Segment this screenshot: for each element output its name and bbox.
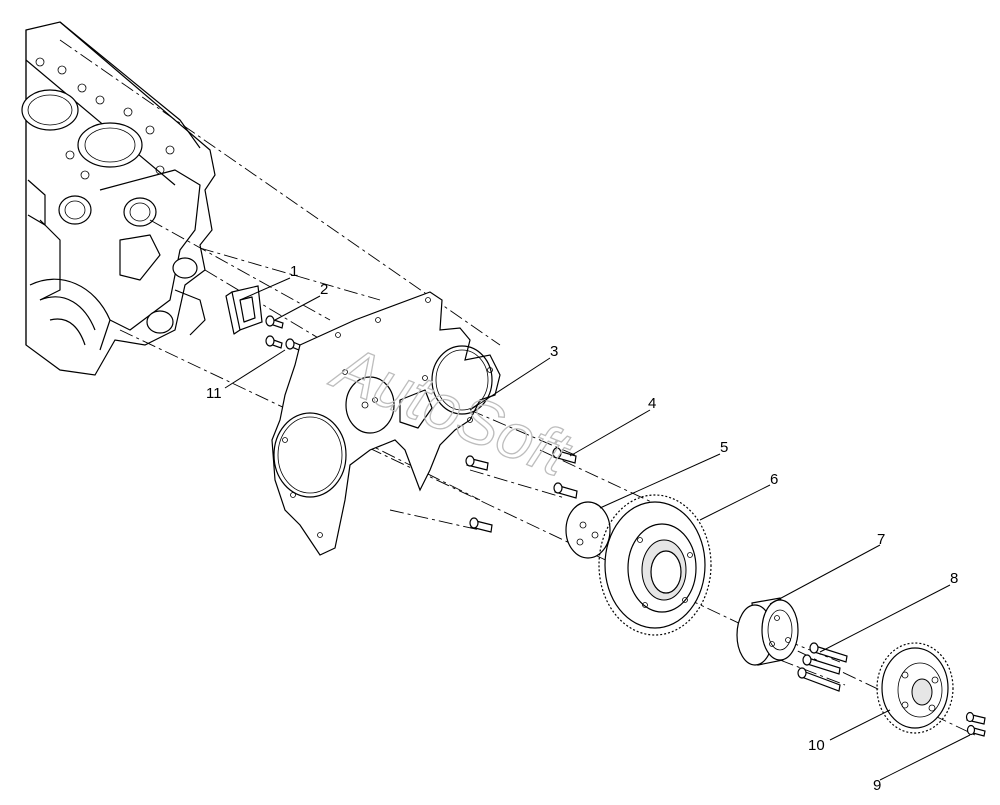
callout-labels: 1 2 3 4 5 6 7 8 10 9 11 [206,263,958,794]
callout-11: 11 [206,385,222,402]
thrust-washer-part-5 [565,501,611,559]
callout-4: 4 [648,395,656,412]
callout-9: 9 [873,777,881,794]
callout-5: 5 [720,439,728,456]
callout-1: 1 [290,263,298,280]
leader-lines [224,277,971,781]
bolt-part-8 [797,642,848,692]
bolt-part-4 [552,447,578,499]
idler-gear-part-6 [598,494,712,636]
plate-bolts [465,455,493,533]
callout-7: 7 [877,531,885,548]
front-plate-part-3 [271,291,501,556]
callout-2: 2 [320,281,328,298]
callout-10: 10 [808,737,825,754]
bolt-part-9 [965,711,986,737]
bolt-part-2 [265,315,284,329]
bolt-part-11 [265,335,301,351]
callout-3: 3 [550,343,558,360]
bracket-part-1 [225,285,263,335]
callout-6: 6 [770,471,778,488]
hub-part-7 [736,597,799,666]
callout-8: 8 [950,570,958,587]
engine-block [21,21,216,376]
small-gear-part-10 [876,642,954,734]
